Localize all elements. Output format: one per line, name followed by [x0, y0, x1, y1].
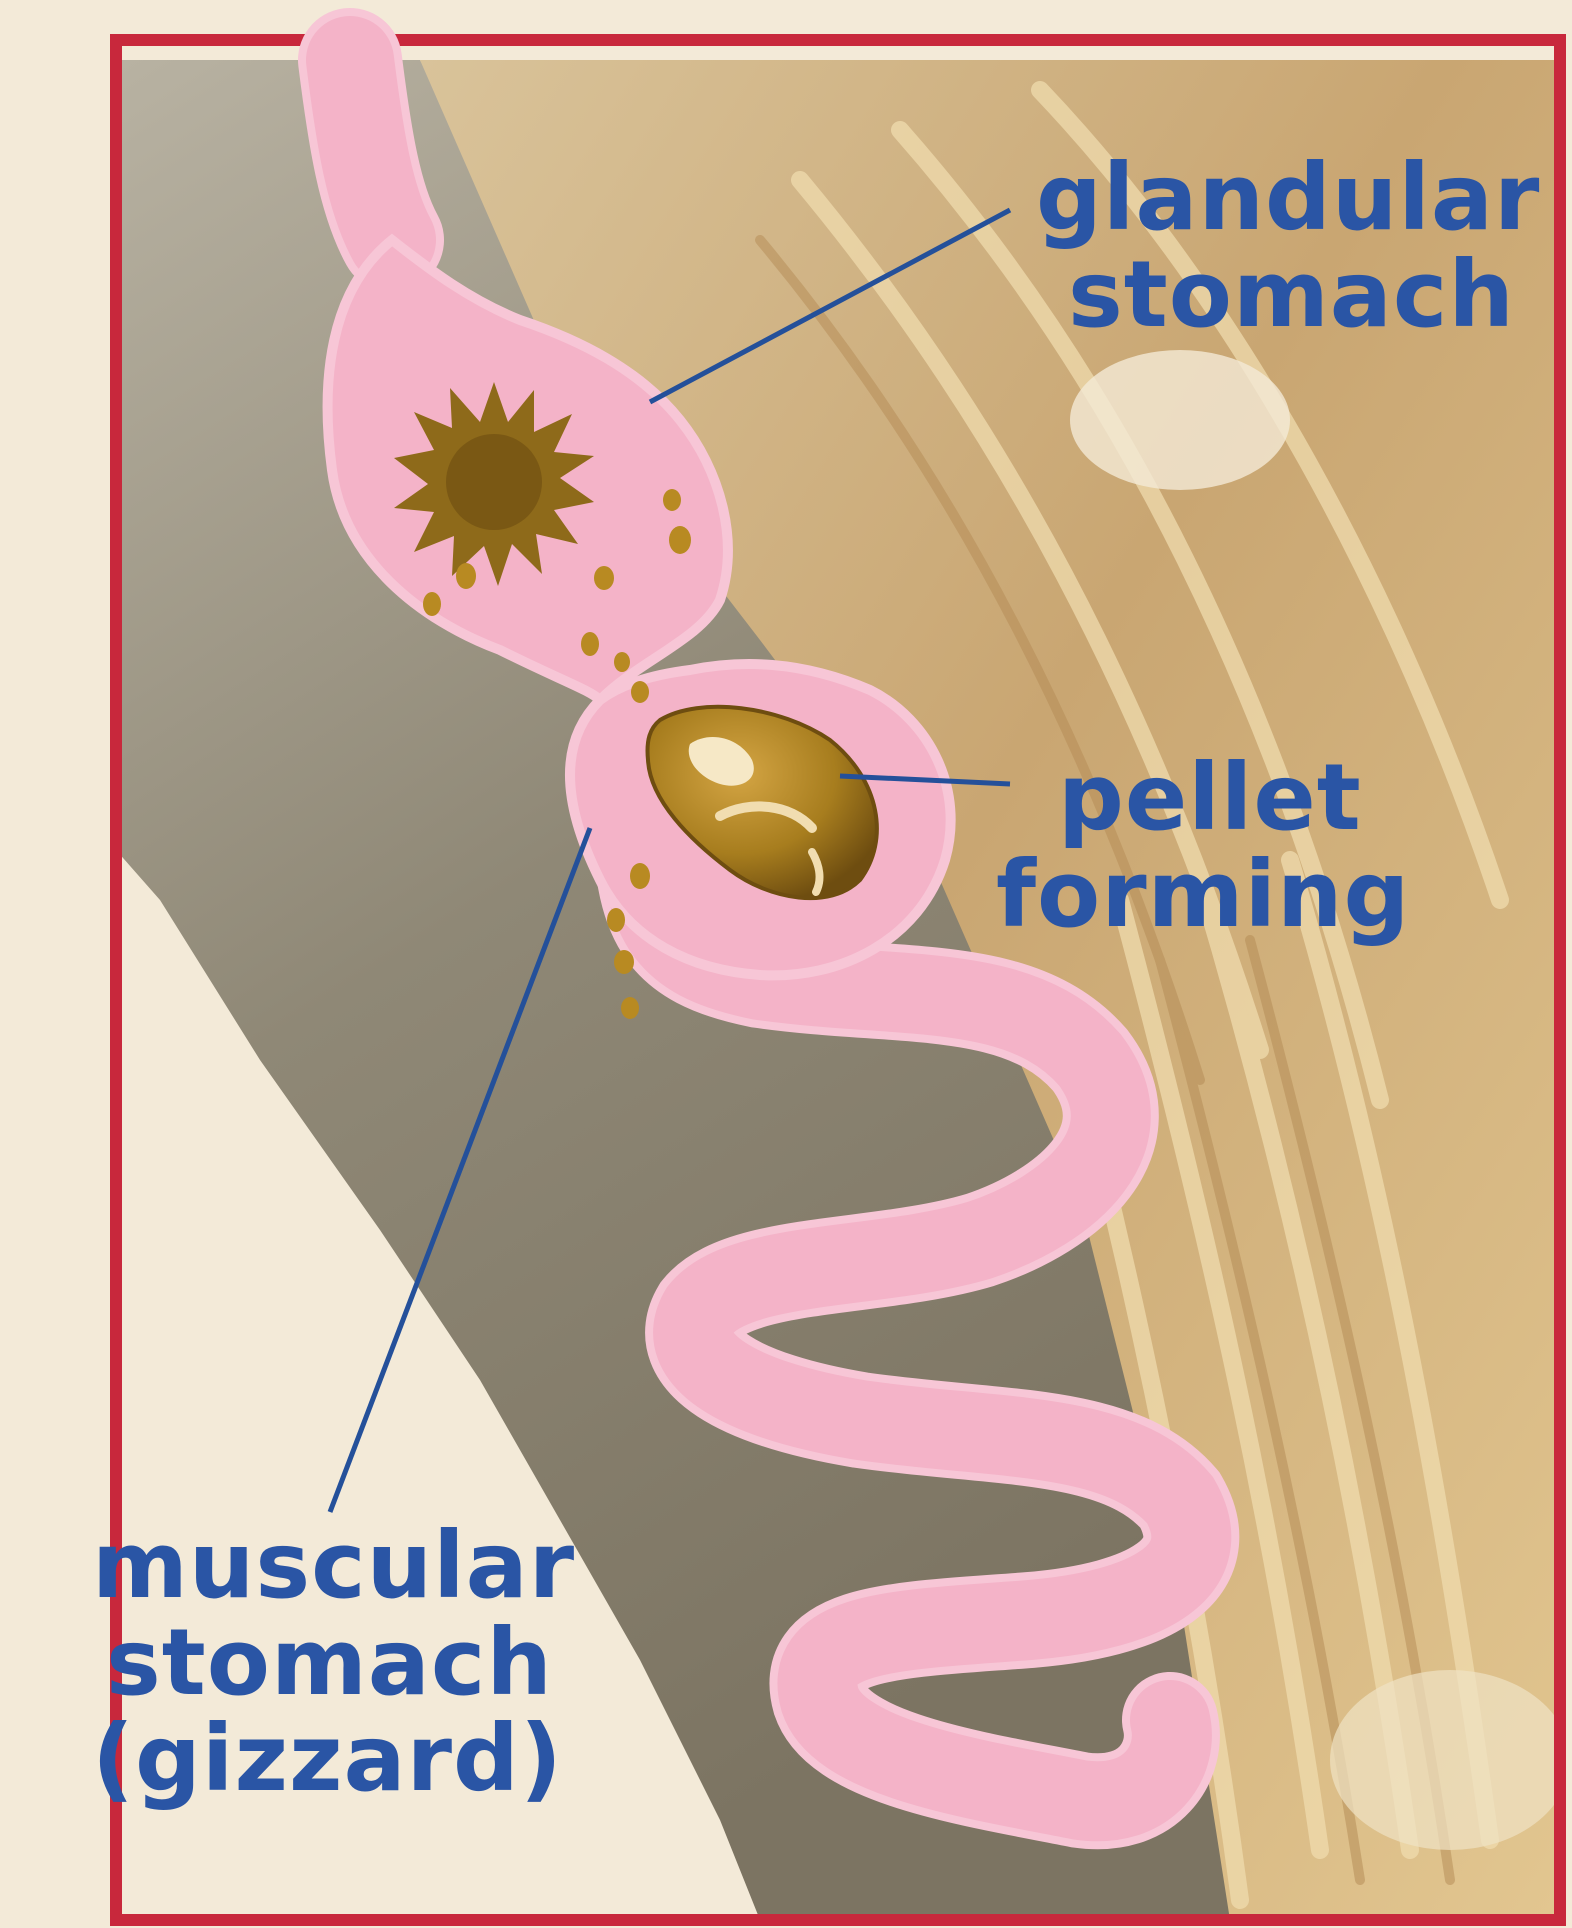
- label-line: (gizzard): [92, 1711, 575, 1808]
- label-line: muscular: [92, 1518, 575, 1615]
- label-line: stomach: [1036, 247, 1540, 344]
- label-pellet-forming: pellet forming: [996, 750, 1410, 943]
- label-line: glandular: [1036, 150, 1540, 247]
- label-line: forming: [996, 847, 1410, 944]
- label-muscular-stomach: muscular stomach (gizzard): [92, 1518, 575, 1808]
- label-glandular-stomach: glandular stomach: [1036, 150, 1540, 343]
- label-line: pellet: [996, 750, 1410, 847]
- label-line: stomach: [92, 1615, 575, 1712]
